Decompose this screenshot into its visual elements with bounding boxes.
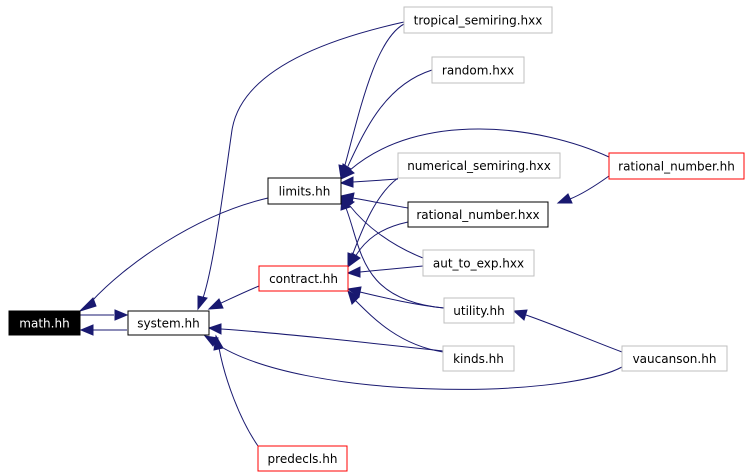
node-aut-to-exp-hxx[interactable]: aut_to_exp.hxx bbox=[422, 249, 535, 277]
node-rational-number-hxx[interactable]: rational_number.hxx bbox=[407, 201, 549, 228]
node-numerical-semiring-hxx-label: numerical_semiring.hxx bbox=[407, 159, 551, 173]
node-tropical-semiring-hxx-box bbox=[403, 6, 553, 34]
node-predecls-hh-box bbox=[257, 445, 348, 472]
node-predecls-hh-label: predecls.hh bbox=[268, 452, 338, 466]
node-vaucanson-hh-box bbox=[621, 345, 728, 372]
node-limits-hh-box bbox=[267, 177, 342, 205]
node-vaucanson-hh-label: vaucanson.hh bbox=[633, 352, 717, 366]
node-math-hh[interactable]: math.hh bbox=[8, 310, 81, 336]
node-system-hh[interactable]: system.hh bbox=[127, 310, 210, 336]
node-random-hxx-label: random.hxx bbox=[442, 64, 514, 78]
arrowhead-contract-to-system bbox=[207, 298, 224, 310]
node-kinds-hh[interactable]: kinds.hh bbox=[442, 345, 515, 372]
arrowhead-system-to-math bbox=[79, 324, 94, 336]
edge-vaucanson-to-utility bbox=[525, 314, 623, 353]
edges-layer bbox=[79, 21, 623, 447]
nodes-layer: math.hh system.hh limits.hh contract.hh … bbox=[8, 6, 745, 472]
node-limits-hh[interactable]: limits.hh bbox=[267, 177, 342, 205]
node-rational-number-hh[interactable]: rational_number.hh bbox=[608, 152, 745, 180]
arrowhead-rational-hh-to-rational-hxx bbox=[556, 193, 573, 204]
edge-tropical-to-system bbox=[202, 21, 405, 299]
arrowhead-numerical-to-limits bbox=[339, 176, 354, 188]
node-limits-hh-label: limits.hh bbox=[279, 185, 331, 199]
edge-kinds-to-system bbox=[220, 328, 444, 352]
edge-aut-to-exp-to-limits bbox=[349, 205, 424, 259]
node-contract-hh-label: contract.hh bbox=[269, 272, 338, 286]
arrowhead-math-to-system bbox=[114, 309, 129, 321]
node-rational-number-hh-box bbox=[608, 152, 745, 180]
edge-rational-hh-to-limits bbox=[349, 128, 610, 171]
edge-random-to-limits bbox=[347, 69, 433, 167]
edge-rational-hxx-to-contract bbox=[354, 221, 409, 258]
node-math-hh-label: math.hh bbox=[19, 317, 69, 331]
node-aut-to-exp-hxx-box bbox=[422, 249, 535, 277]
edge-rational-hxx-to-limits bbox=[352, 197, 409, 209]
arrowhead-tropical-to-system bbox=[197, 295, 208, 311]
edge-aut-to-exp-to-contract bbox=[359, 265, 424, 273]
node-utility-hh[interactable]: utility.hh bbox=[443, 297, 515, 324]
arrowhead-predecls-to-system bbox=[213, 334, 224, 351]
arrowhead-kinds-to-contract bbox=[347, 289, 360, 305]
edge-predecls-to-system bbox=[218, 347, 259, 447]
node-kinds-hh-label: kinds.hh bbox=[453, 352, 504, 366]
edge-tropical-to-limits bbox=[344, 23, 405, 166]
edge-numerical-to-contract bbox=[351, 177, 399, 257]
node-numerical-semiring-hxx-box bbox=[397, 152, 561, 179]
edge-vaucanson-to-system bbox=[214, 342, 623, 390]
arrowhead-rational-hh-to-limits bbox=[339, 166, 355, 181]
edge-limits-to-math bbox=[90, 197, 269, 303]
node-random-hxx-box bbox=[431, 56, 525, 84]
edge-contract-to-system bbox=[218, 285, 260, 305]
node-predecls-hh[interactable]: predecls.hh bbox=[257, 445, 348, 472]
node-system-hh-box bbox=[127, 310, 210, 336]
node-contract-hh[interactable]: contract.hh bbox=[258, 265, 349, 292]
node-utility-hh-label: utility.hh bbox=[453, 304, 504, 318]
arrowhead-aut-to-exp-to-contract bbox=[346, 266, 361, 278]
edge-kinds-to-contract bbox=[354, 299, 444, 353]
node-contract-hh-box bbox=[258, 265, 349, 292]
arrowhead-limits-to-math bbox=[79, 297, 97, 312]
node-rational-number-hxx-box bbox=[407, 201, 549, 228]
node-utility-hh-box bbox=[443, 297, 515, 324]
node-tropical-semiring-hxx-label: tropical_semiring.hxx bbox=[414, 14, 543, 28]
node-rational-number-hh-label: rational_number.hh bbox=[618, 160, 735, 174]
node-kinds-hh-box bbox=[442, 345, 515, 372]
edge-rational-hh-to-rational-hxx bbox=[569, 175, 610, 200]
node-random-hxx[interactable]: random.hxx bbox=[431, 56, 525, 84]
arrowhead-vaucanson-to-utility bbox=[512, 309, 528, 321]
node-math-hh-box bbox=[8, 310, 81, 336]
node-aut-to-exp-hxx-label: aut_to_exp.hxx bbox=[433, 257, 524, 271]
node-rational-number-hxx-label: rational_number.hxx bbox=[416, 208, 539, 222]
node-vaucanson-hh[interactable]: vaucanson.hh bbox=[621, 345, 728, 372]
arrowhead-kinds-to-system bbox=[207, 323, 222, 335]
node-system-hh-label: system.hh bbox=[137, 317, 199, 331]
node-tropical-semiring-hxx[interactable]: tropical_semiring.hxx bbox=[403, 6, 553, 34]
edge-utility-to-contract bbox=[359, 291, 445, 309]
edge-numerical-to-limits bbox=[352, 178, 399, 183]
node-numerical-semiring-hxx[interactable]: numerical_semiring.hxx bbox=[397, 152, 561, 179]
arrowhead-rational-hxx-to-contract bbox=[348, 252, 361, 268]
arrowhead-utility-to-contract bbox=[346, 286, 362, 298]
